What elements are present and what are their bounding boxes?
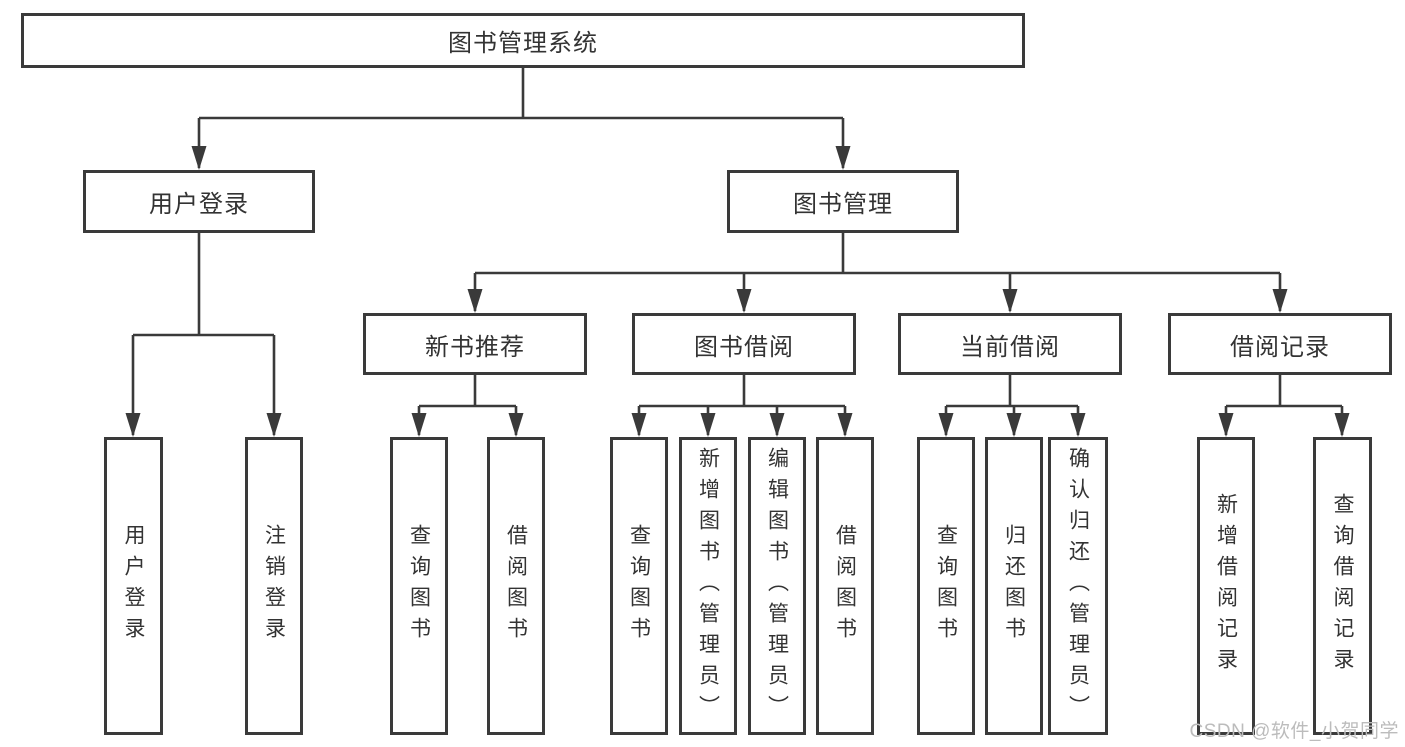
- node-label: 查询图书: [627, 524, 651, 648]
- leaf-logout: 注销登录: [245, 437, 303, 735]
- leaf-query-borrow-record: 查询借阅记录: [1313, 437, 1372, 735]
- leaf-borrow-books-borrowing: 借阅图书: [816, 437, 874, 735]
- node-label: 图书管理: [793, 191, 893, 218]
- node-label: 编辑图书（管理员）: [765, 446, 789, 726]
- leaf-confirm-return-admin: 确认归还（管理员）: [1048, 437, 1108, 735]
- node-label: 归还图书: [1002, 524, 1026, 648]
- node-label: 新增借阅记录: [1214, 493, 1238, 679]
- leaf-query-books-borrowing: 查询图书: [610, 437, 668, 735]
- node-label: 新书推荐: [425, 333, 525, 361]
- node-label: 图书借阅: [694, 333, 794, 361]
- node-label: 查询图书: [934, 524, 958, 648]
- node-label: 借阅图书: [504, 524, 528, 648]
- leaf-borrow-books-recommend: 借阅图书: [487, 437, 545, 735]
- node-label: 确认归还（管理员）: [1066, 446, 1090, 726]
- node-label: 注销登录: [262, 524, 286, 648]
- node-label: 借阅记录: [1230, 333, 1330, 361]
- node-book-management: 图书管理: [727, 170, 959, 233]
- node-label: 查询图书: [407, 524, 431, 648]
- leaf-user-login: 用户登录: [104, 437, 163, 735]
- node-label: 用户登录: [149, 191, 249, 218]
- leaf-query-books-current: 查询图书: [917, 437, 975, 735]
- node-label: 查询借阅记录: [1331, 493, 1354, 679]
- node-label: 借阅图书: [833, 524, 857, 648]
- node-label: 新增图书（管理员）: [696, 446, 720, 726]
- node-current-borrowing: 当前借阅: [898, 313, 1122, 375]
- node-library-management-system: 图书管理系统: [21, 13, 1025, 68]
- node-label: 图书管理系统: [448, 30, 598, 57]
- csdn-watermark: CSDN @软件_小贺同学: [1189, 721, 1399, 742]
- node-new-book-recommend: 新书推荐: [363, 313, 587, 375]
- leaf-edit-book-admin: 编辑图书（管理员）: [748, 437, 806, 735]
- node-label: 用户登录: [122, 524, 145, 648]
- leaf-add-book-admin: 新增图书（管理员）: [679, 437, 737, 735]
- leaf-return-books: 归还图书: [985, 437, 1043, 735]
- node-label: 当前借阅: [960, 333, 1060, 361]
- node-book-borrowing: 图书借阅: [632, 313, 856, 375]
- leaf-query-books-recommend: 查询图书: [390, 437, 448, 735]
- node-user-login: 用户登录: [83, 170, 315, 233]
- node-borrowing-records: 借阅记录: [1168, 313, 1392, 375]
- leaf-add-borrow-record: 新增借阅记录: [1197, 437, 1255, 735]
